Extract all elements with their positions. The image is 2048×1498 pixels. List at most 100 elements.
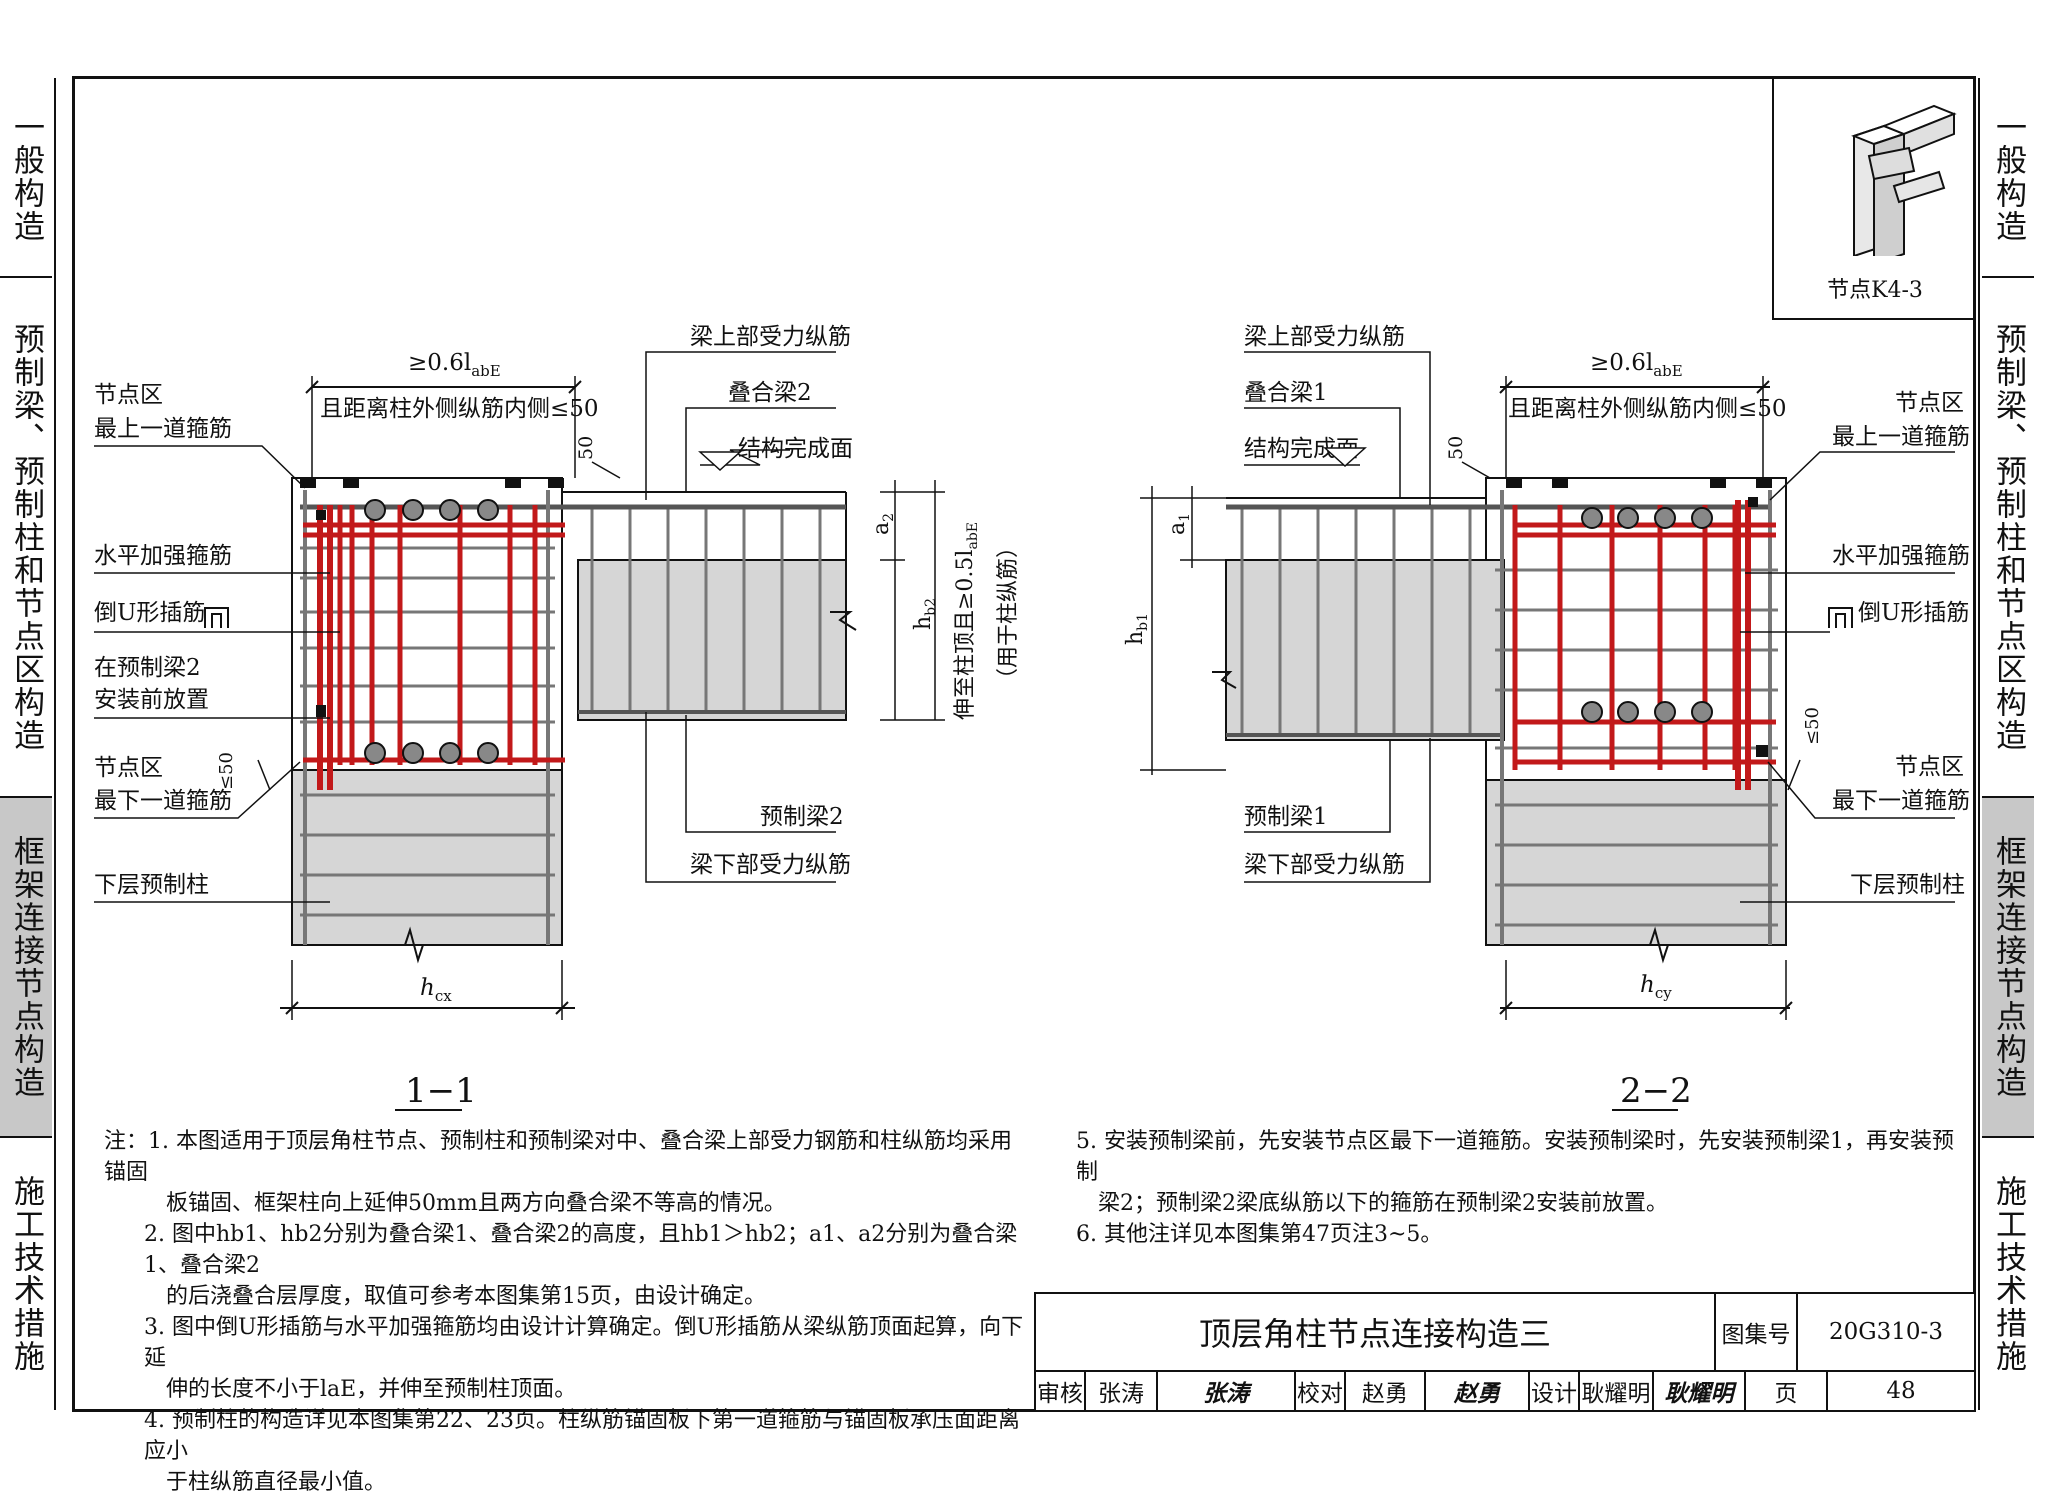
section-2-2: ≥0.6labE 且距离柱外侧纵筋内侧≤50 50 a1 hb1 hcy 2−2… bbox=[1123, 324, 1970, 1111]
s2-dim-top-line2: 且距离柱外侧纵筋内侧≤50 bbox=[1508, 396, 1787, 422]
s1-label-precast-beam: 预制梁2 bbox=[760, 804, 844, 830]
s1-label-horiz-stirrup: 水平加强箍筋 bbox=[94, 543, 232, 569]
side-tab-general[interactable]: 一般构造 bbox=[0, 78, 52, 278]
lower-precast-column bbox=[1485, 779, 1787, 946]
designer-name: 耿耀明 bbox=[1580, 1372, 1654, 1410]
s2-label-composite-beam: 叠合梁1 bbox=[1244, 380, 1328, 406]
s1-dim-top-line1: ≥0.6labE bbox=[408, 350, 501, 380]
s2-label-bottom-bar: 梁下部受力纵筋 bbox=[1244, 852, 1405, 878]
checker-signature: 赵勇 bbox=[1426, 1372, 1530, 1410]
precast-beam-2 bbox=[577, 559, 847, 721]
u-bar-icon bbox=[204, 607, 229, 628]
s1-dim-top-line2: 且距离柱外侧纵筋内侧≤50 bbox=[320, 396, 599, 422]
s1-label-place-1: 在预制梁2 bbox=[94, 655, 201, 681]
s1-dim-50: 50 bbox=[575, 436, 597, 460]
s1-label-u-bar: 倒U形插筋 bbox=[94, 600, 205, 626]
side-tab-label: 预制梁、预制柱和节点区构造 bbox=[8, 322, 44, 752]
right-side-tabs: 一般构造 预制梁、预制柱和节点区构造 框架连接节点构造 施工技术措施 bbox=[1978, 78, 2034, 1410]
design-label: 设计 bbox=[1530, 1372, 1580, 1410]
s2-label-joint-bottom-1: 节点区 bbox=[1895, 754, 1964, 780]
note-line: 于柱纵筋直径最小值。 bbox=[166, 1470, 387, 1495]
s1-label-composite-beam: 叠合梁2 bbox=[728, 380, 812, 406]
key-node-box: 节点K4-3 bbox=[1772, 76, 1976, 320]
side-tab-frame-joint[interactable]: 框架连接节点构造 bbox=[1982, 798, 2034, 1138]
note-line: 梁2；预制梁2梁底纵筋以下的箍筋在预制梁2安装前放置。 bbox=[1098, 1191, 1668, 1216]
note-line: 板锚固、框架柱向上延伸50mm且两方向叠合梁不等高的情况。 bbox=[166, 1191, 786, 1216]
note-line: 6. 其他注详见本图集第47页注3~5。 bbox=[1076, 1222, 1443, 1247]
s1-label-joint-bottom-1: 节点区 bbox=[94, 755, 163, 781]
section-1-1: ≥0.6labE 且距离柱外侧纵筋内侧≤50 50 a2 hb2 伸至柱顶且≥0… bbox=[94, 324, 1021, 1111]
s2-dim-le50: ≤50 bbox=[1802, 707, 1823, 745]
side-tab-precast[interactable]: 预制梁、预制柱和节点区构造 bbox=[1982, 278, 2034, 798]
u-bar-icon bbox=[1828, 607, 1853, 628]
drawing-frame bbox=[72, 76, 1976, 1412]
s2-title: 2−2 bbox=[1620, 1071, 1692, 1111]
s1-label-finish-surface: 结构完成面 bbox=[738, 436, 853, 462]
s1-label-place-2: 安装前放置 bbox=[94, 687, 209, 713]
left-side-tabs: 一般构造 预制梁、预制柱和节点区构造 框架连接节点构造 施工技术措施 bbox=[0, 78, 56, 1410]
s1-label-top-bar: 梁上部受力纵筋 bbox=[690, 324, 851, 350]
checker-name: 赵勇 bbox=[1346, 1372, 1426, 1410]
side-tab-frame-joint[interactable]: 框架连接节点构造 bbox=[0, 798, 52, 1138]
notes-left: 注：1. 本图适用于顶层角柱节点、预制柱和预制梁对中、叠合梁上部受力钢筋和柱纵筋… bbox=[104, 1126, 1024, 1498]
s2-label-joint-bottom-2: 最下一道箍筋 bbox=[1832, 788, 1970, 814]
note-line: 注：1. 本图适用于顶层角柱节点、预制柱和预制梁对中、叠合梁上部受力钢筋和柱纵筋… bbox=[104, 1129, 1012, 1185]
s2-dim-50: 50 bbox=[1445, 436, 1467, 460]
note-line: 4. 预制柱的构造详见本图集第22、23页。柱纵筋锚固板下第一道箍筋与锚固板承压… bbox=[144, 1408, 1020, 1464]
s1-label-bottom-bar: 梁下部受力纵筋 bbox=[690, 852, 851, 878]
review-label: 审核 bbox=[1036, 1372, 1086, 1410]
side-tab-label: 施工技术措施 bbox=[1990, 1175, 2026, 1373]
reviewer-signature: 张涛 bbox=[1158, 1372, 1296, 1410]
side-tab-label: 施工技术措施 bbox=[8, 1175, 44, 1373]
s1-label-joint-top-2: 最上一道箍筋 bbox=[94, 416, 232, 442]
note-line: 伸的长度不小于laE，并伸至预制柱顶面。 bbox=[166, 1377, 577, 1402]
note-line: 3. 图中倒U形插筋与水平加强箍筋均由设计计算确定。倒U形插筋从梁纵筋顶面起算，… bbox=[144, 1315, 1024, 1371]
s1-vertical-note-2: （用于柱纵筋） bbox=[996, 536, 1021, 690]
note-line: 2. 图中hb1、hb2分别为叠合梁1、叠合梁2的高度，且hb1＞hb2；a1、… bbox=[144, 1222, 1018, 1278]
key-node-3d-icon bbox=[1851, 104, 1957, 256]
side-tab-construction[interactable]: 施工技术措施 bbox=[0, 1138, 52, 1410]
s1-dim-hb2: hb2 bbox=[911, 598, 939, 630]
check-label: 校对 bbox=[1296, 1372, 1346, 1410]
s1-dim-le50: ≤50 bbox=[216, 752, 237, 790]
note-line: 5. 安装预制梁前，先安装节点区最下一道箍筋。安装预制梁时，先安装预制梁1，再安… bbox=[1076, 1129, 1954, 1185]
side-tab-label: 框架连接节点构造 bbox=[1990, 835, 2026, 1099]
s2-dim-hb1: hb1 bbox=[1123, 613, 1151, 645]
page-label: 页 bbox=[1746, 1372, 1828, 1410]
s1-label-joint-top-1: 节点区 bbox=[94, 382, 163, 408]
title-block: 顶层角柱节点连接构造三 图集号 20G310-3 审核 张涛 张涛 校对 赵勇 … bbox=[1034, 1292, 1976, 1412]
s2-label-joint-top-2: 最上一道箍筋 bbox=[1832, 424, 1970, 450]
s1-label-joint-bottom-2: 最下一道箍筋 bbox=[94, 788, 232, 814]
s1-label-lower-column: 下层预制柱 bbox=[94, 872, 209, 898]
s1-dim-a2: a2 bbox=[869, 513, 897, 535]
reviewer-name: 张涛 bbox=[1086, 1372, 1158, 1410]
side-tab-precast[interactable]: 预制梁、预制柱和节点区构造 bbox=[0, 278, 52, 798]
side-tab-label: 框架连接节点构造 bbox=[8, 835, 44, 1099]
page-number: 48 bbox=[1886, 1378, 1916, 1404]
s2-label-u-bar: 倒U形插筋 bbox=[1858, 600, 1969, 626]
s2-label-lower-column: 下层预制柱 bbox=[1850, 872, 1965, 898]
side-tab-label: 预制梁、预制柱和节点区构造 bbox=[1990, 322, 2026, 752]
note-line: 的后浇叠合层厚度，取值可参考本图集第15页，由设计确定。 bbox=[166, 1284, 766, 1309]
key-node-label: 节点K4-3 bbox=[1827, 278, 1923, 303]
atlas-no-value: 20G310-3 bbox=[1798, 1294, 1974, 1372]
notes-right: 5. 安装预制梁前，先安装节点区最下一道箍筋。安装预制梁时，先安装预制梁1，再安… bbox=[1076, 1126, 1956, 1250]
atlas-no-label: 图集号 bbox=[1716, 1294, 1798, 1372]
s2-label-top-bar: 梁上部受力纵筋 bbox=[1244, 324, 1405, 350]
s2-label-joint-top-1: 节点区 bbox=[1895, 390, 1964, 416]
s1-title: 1−1 bbox=[405, 1071, 477, 1111]
drawing-title: 顶层角柱节点连接构造三 bbox=[1036, 1294, 1716, 1372]
side-tab-general[interactable]: 一般构造 bbox=[1982, 78, 2034, 278]
s2-dim-a1: a1 bbox=[1165, 513, 1193, 535]
s1-dim-hcx: hcx bbox=[420, 975, 452, 1005]
precast-beam-1 bbox=[1225, 559, 1505, 741]
side-tab-construction[interactable]: 施工技术措施 bbox=[1982, 1138, 2034, 1410]
side-tab-label: 一般构造 bbox=[8, 111, 44, 243]
s2-label-precast-beam: 预制梁1 bbox=[1244, 804, 1328, 830]
s1-vertical-note: 伸至柱顶且≥0.5labE bbox=[953, 522, 981, 720]
s2-dim-hcy: hcy bbox=[1640, 972, 1672, 1002]
s2-dim-top-line1: ≥0.6labE bbox=[1590, 350, 1683, 380]
designer-signature: 耿耀明 bbox=[1654, 1372, 1746, 1410]
s2-label-horiz-stirrup: 水平加强箍筋 bbox=[1832, 543, 1970, 569]
side-tab-label: 一般构造 bbox=[1990, 111, 2026, 243]
